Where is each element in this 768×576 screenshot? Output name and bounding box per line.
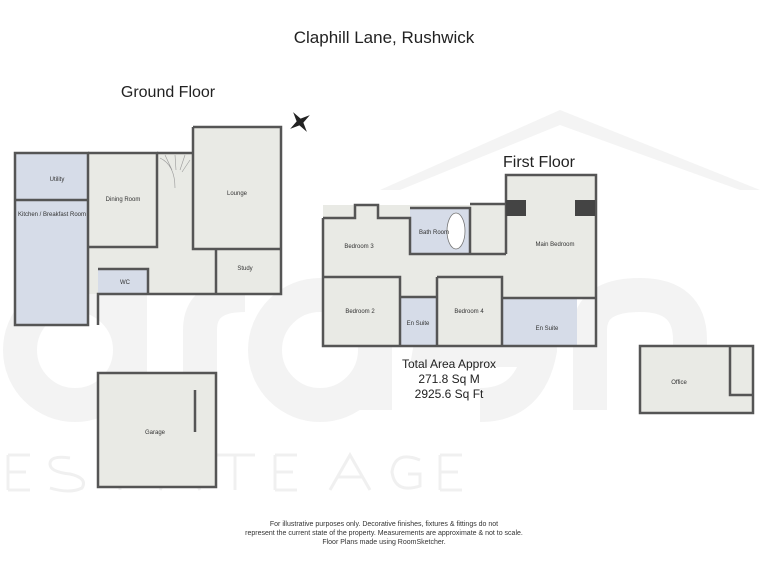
total-area: Total Area Approx 271.8 Sq M 2925.6 Sq F… — [402, 357, 496, 402]
garage-plan — [96, 371, 218, 489]
area-sqft: 2925.6 Sq Ft — [414, 387, 484, 401]
first-floor-heading: First Floor — [503, 154, 575, 171]
disclaimer: For illustrative purposes only. Decorati… — [245, 520, 523, 547]
area-sqm: 271.8 Sq M — [418, 372, 480, 386]
room-label-study: Study — [237, 266, 252, 272]
room-label-utility: Utility — [50, 177, 65, 183]
room-label-bedroom-3: Bedroom 3 — [344, 244, 374, 250]
room-label-wc: WC — [120, 280, 131, 286]
area-label: Total Area Approx — [401, 357, 497, 371]
disclaimer-line: represent the current state of the prope… — [245, 530, 523, 537]
room-label-garage: Garage — [145, 430, 166, 436]
room-label-bedroom-4: Bedroom 4 — [454, 309, 484, 315]
page-title: Claphill Lane, Rushwick — [293, 28, 475, 47]
room-label-en-suite-1: En Suite — [407, 321, 430, 327]
stairs-icon — [159, 154, 191, 189]
room-label-office: Office — [671, 380, 687, 386]
room-label-bedroom-2: Bedroom 2 — [345, 309, 375, 315]
compass-icon — [290, 112, 310, 132]
room-label-bathroom: Bath Room — [419, 230, 449, 236]
room-label-en-suite-2: En Suite — [536, 326, 559, 332]
ground-floor-plan — [13, 125, 283, 327]
office-plan — [638, 344, 755, 415]
room-label-kitchen: Kitchen / Breakfast Room — [18, 212, 86, 218]
disclaimer-line: Floor Plans made using RoomSketcher. — [322, 539, 446, 546]
disclaimer-line: For illustrative purposes only. Decorati… — [269, 521, 499, 528]
first-floor-plan — [321, 173, 598, 348]
ground-floor-heading: Ground Floor — [120, 84, 216, 101]
room-label-dining: Dining Room — [106, 197, 141, 203]
room-label-main-bedroom: Main Bedroom — [535, 242, 574, 248]
room-label-lounge: Lounge — [227, 191, 248, 197]
